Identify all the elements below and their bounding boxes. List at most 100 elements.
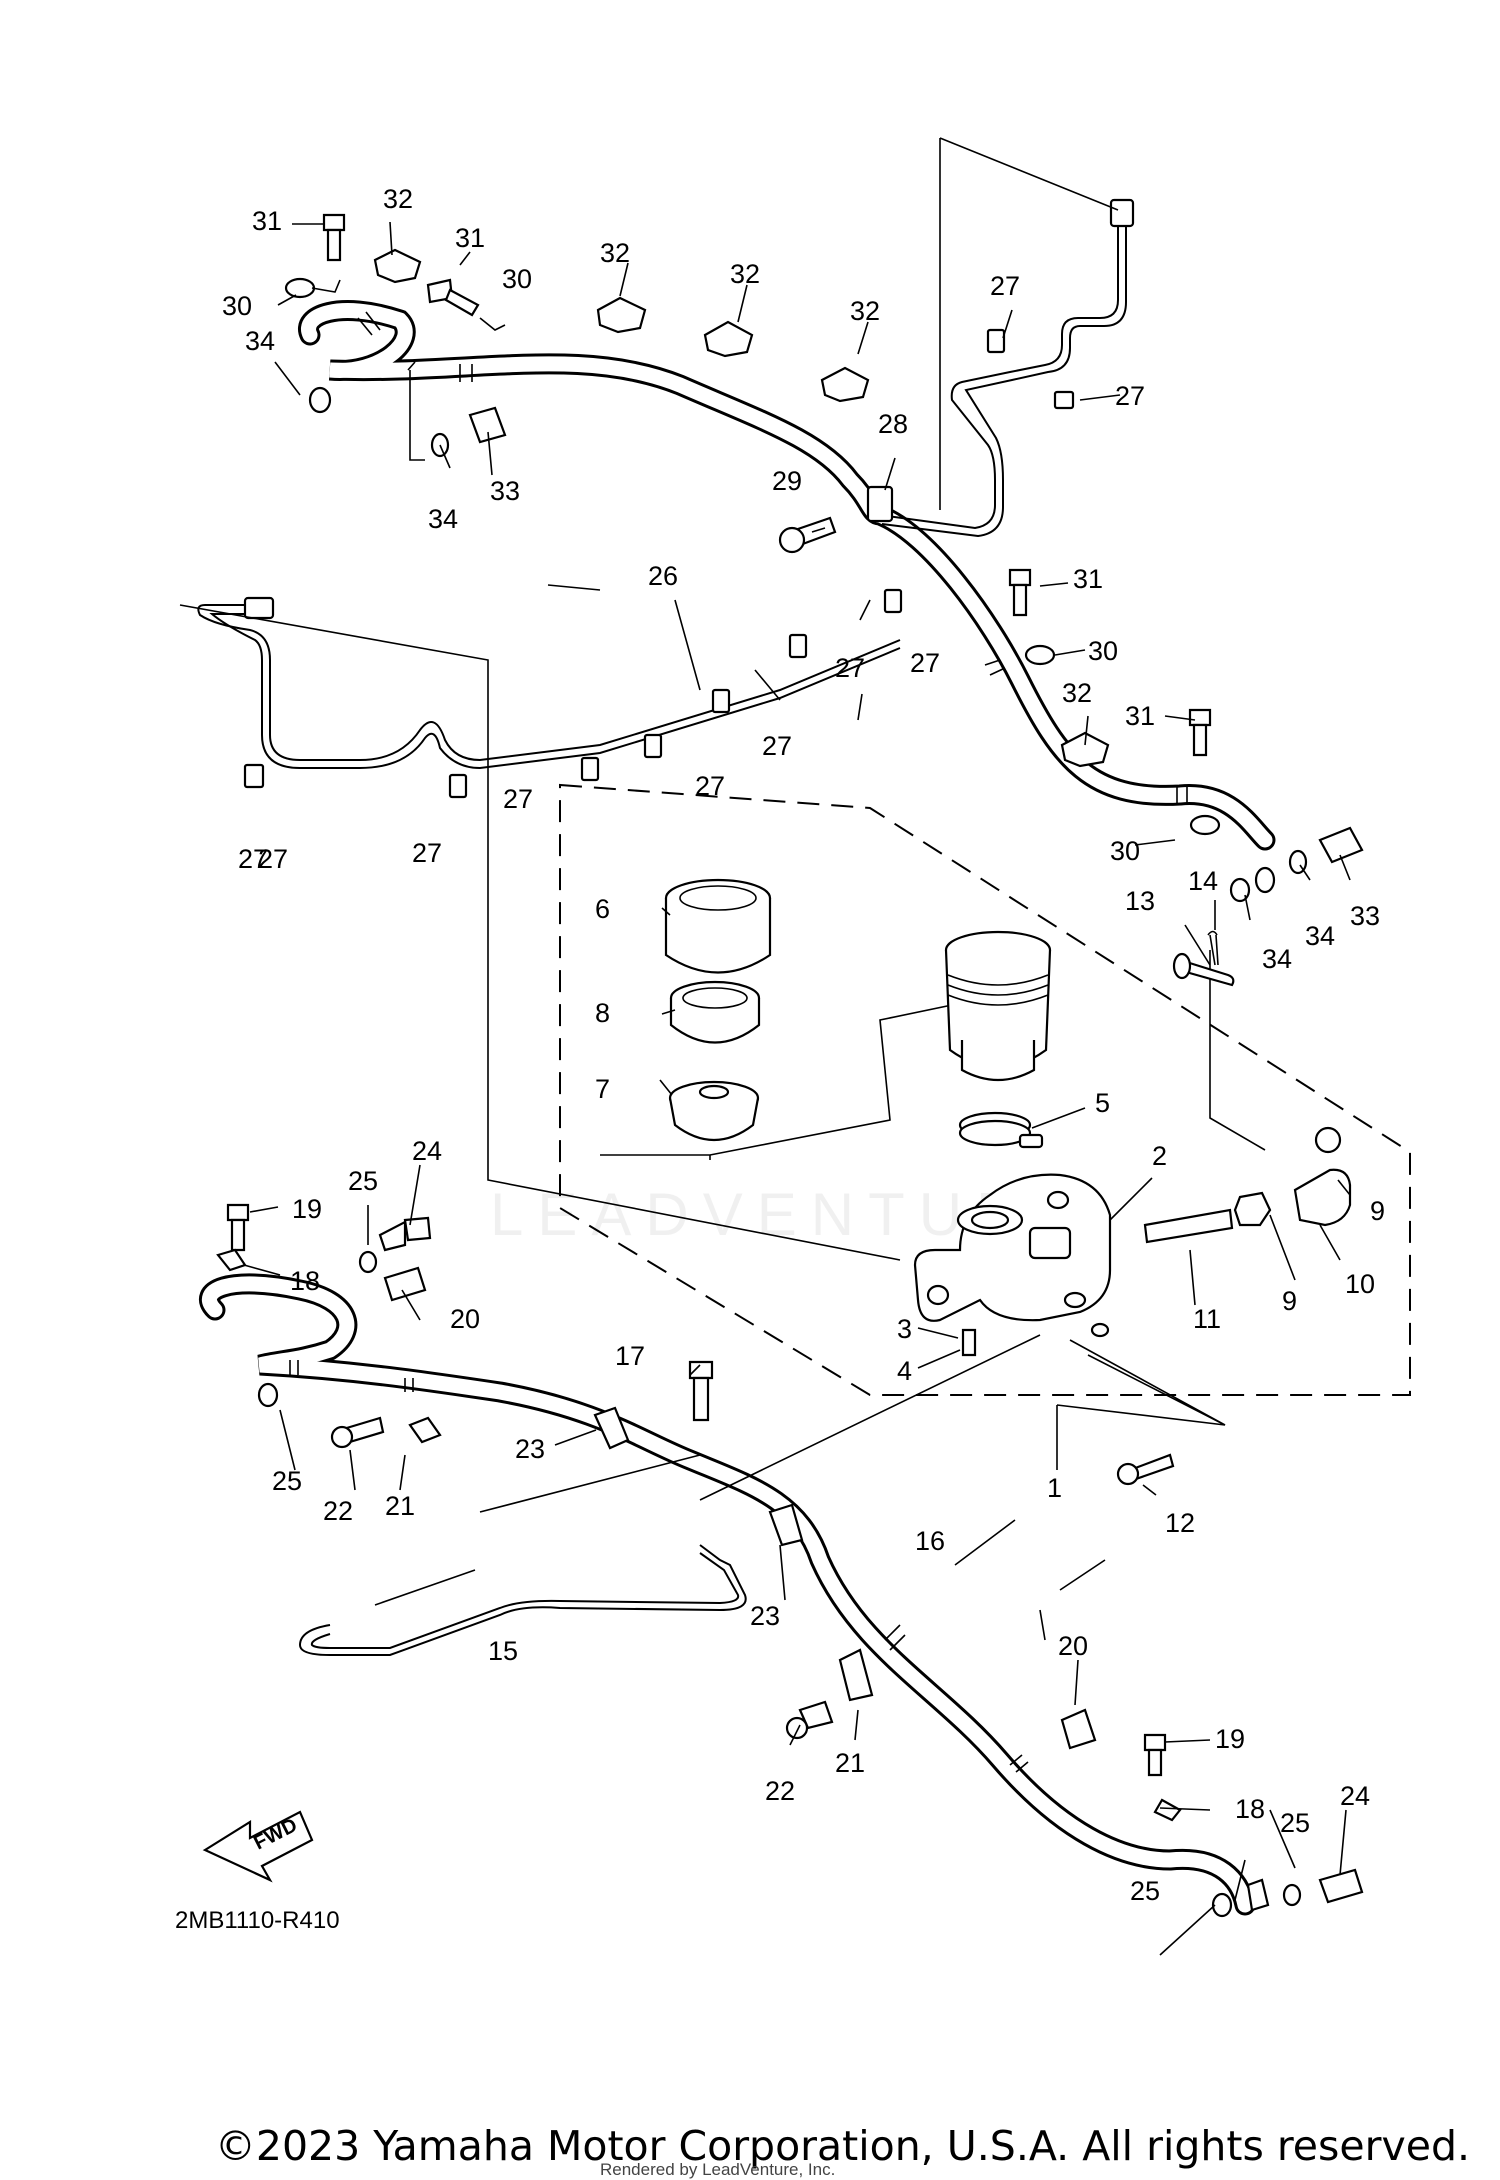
callout-13: 13	[1125, 886, 1155, 916]
callout-19-b: 19	[1215, 1724, 1245, 1754]
callout-9-a: 9	[1370, 1196, 1385, 1226]
callout-29: 29	[772, 466, 802, 496]
callout-31-a: 31	[252, 206, 282, 236]
callout-12: 12	[1165, 1508, 1195, 1538]
callout-21-a: 21	[385, 1491, 415, 1521]
rendered-by-notice: Rendered by LeadVenture, Inc.	[600, 2160, 836, 2179]
callout-25-b: 25	[272, 1466, 302, 1496]
copyright-notice: ©2023 Yamaha Motor Corporation, U.S.A. A…	[214, 2122, 1470, 2170]
callout-26: 26	[648, 561, 678, 591]
pin-13	[1177, 958, 1235, 987]
callout-27-e: 27	[762, 731, 792, 761]
hose-clamp	[958, 1111, 1044, 1149]
upper-right-pipe-inner	[881, 210, 1127, 538]
callout-27-f: 27	[835, 653, 865, 683]
callout-30-b: 30	[502, 264, 532, 294]
callout-32-e: 32	[1062, 678, 1092, 708]
callout-27-a: 27	[258, 844, 288, 874]
callout-17: 17	[615, 1341, 645, 1371]
pipe-26	[197, 604, 901, 762]
hose-clips	[373, 248, 1110, 768]
callout-27-b: 27	[412, 838, 442, 868]
callout-27-d: 27	[695, 771, 725, 801]
master-cylinder-body	[913, 1173, 1112, 1338]
callout-33-a: 33	[490, 476, 520, 506]
callout-33-b: 33	[1350, 901, 1380, 931]
callout-31-c: 31	[1073, 564, 1103, 594]
lower-clutch-hose	[199, 1273, 1256, 1916]
bolts-31	[322, 213, 1212, 757]
bolt-12-head	[1116, 1462, 1140, 1486]
callout-leaders	[243, 221, 1351, 1956]
callout-16: 16	[915, 1526, 945, 1556]
clamps-30	[284, 277, 1221, 836]
callout-3: 3	[897, 1314, 912, 1344]
callout-19-a: 19	[292, 1194, 322, 1224]
callout-6: 6	[595, 894, 610, 924]
pipe-26-end	[243, 596, 275, 620]
assembly-dashed-outline	[559, 783, 1411, 1396]
callout-22-b: 22	[765, 1776, 795, 1806]
banjo-bolts	[308, 386, 1364, 903]
lower-fittings	[216, 1203, 1364, 1918]
callout-31-b: 31	[455, 223, 485, 253]
callout-25-c: 25	[1280, 1808, 1310, 1838]
callout-32-b: 32	[600, 238, 630, 268]
callout-30-c: 30	[1088, 636, 1118, 666]
cotter-pin-14	[1207, 930, 1219, 966]
callout-9-b: 9	[1282, 1286, 1297, 1316]
joint-28	[778, 485, 894, 554]
pipe-leader-lines	[179, 137, 1266, 1513]
callout-24-a: 24	[412, 1136, 442, 1166]
callout-23-b: 23	[750, 1601, 780, 1631]
upper-right-pipe	[879, 210, 1119, 530]
callout-numbers: 1 2 3 4 5 6 7 8 9 9 10 11 12 13 14 15 16…	[222, 184, 1385, 1906]
callout-18-a: 18	[290, 1266, 320, 1296]
callout-4: 4	[897, 1356, 912, 1386]
callout-31-d: 31	[1125, 701, 1155, 731]
callout-30-a: 30	[222, 291, 252, 321]
callout-27-c: 27	[503, 784, 533, 814]
nut-9	[1233, 1191, 1272, 1227]
callout-14: 14	[1188, 866, 1218, 896]
callout-22-a: 22	[323, 1496, 353, 1526]
callout-28: 28	[878, 409, 908, 439]
diaphragm-plate	[669, 980, 761, 1044]
pipe-15	[298, 1544, 747, 1656]
reservoir	[944, 930, 1052, 1081]
pipe-clamps	[243, 328, 1075, 799]
callout-8: 8	[595, 998, 610, 1028]
callout-32-c: 32	[730, 259, 760, 289]
pipe-end-fitting	[1109, 198, 1135, 228]
callout-34-a: 34	[245, 326, 275, 356]
fwd-arrow: FWD	[202, 1810, 314, 1883]
callout-18-b: 18	[1235, 1794, 1265, 1824]
callout-7: 7	[595, 1074, 610, 1104]
diaphragm	[668, 1080, 760, 1142]
callout-25-d: 25	[1130, 1876, 1160, 1906]
callout-21-b: 21	[835, 1748, 865, 1778]
callout-34-d: 34	[1305, 921, 1335, 951]
callout-1: 1	[1047, 1473, 1062, 1503]
callout-27-g: 27	[910, 648, 940, 678]
callout-20-b: 20	[1058, 1631, 1088, 1661]
callout-5: 5	[1095, 1088, 1110, 1118]
callout-10: 10	[1345, 1269, 1375, 1299]
pipe-15-inner	[310, 1552, 740, 1649]
clevis-10	[1293, 1168, 1352, 1227]
callout-32-d: 32	[850, 296, 880, 326]
pin-13-head	[1172, 952, 1192, 980]
clamp-leader-lines	[407, 361, 425, 461]
diagram-code: 2MB1110-R410	[175, 1907, 340, 1934]
callout-20-a: 20	[450, 1304, 480, 1334]
pushrod-bolt	[1143, 1208, 1234, 1244]
assembly-leader-lines	[1056, 1339, 1226, 1470]
upper-clutch-hose	[298, 300, 1276, 851]
callout-11: 11	[1193, 1304, 1221, 1334]
callout-30-d: 30	[1110, 836, 1140, 866]
callout-34-c: 34	[1262, 944, 1292, 974]
pipe-26-inner	[209, 613, 901, 770]
callout-24-b: 24	[1340, 1781, 1370, 1811]
callout-2: 2	[1152, 1141, 1167, 1171]
